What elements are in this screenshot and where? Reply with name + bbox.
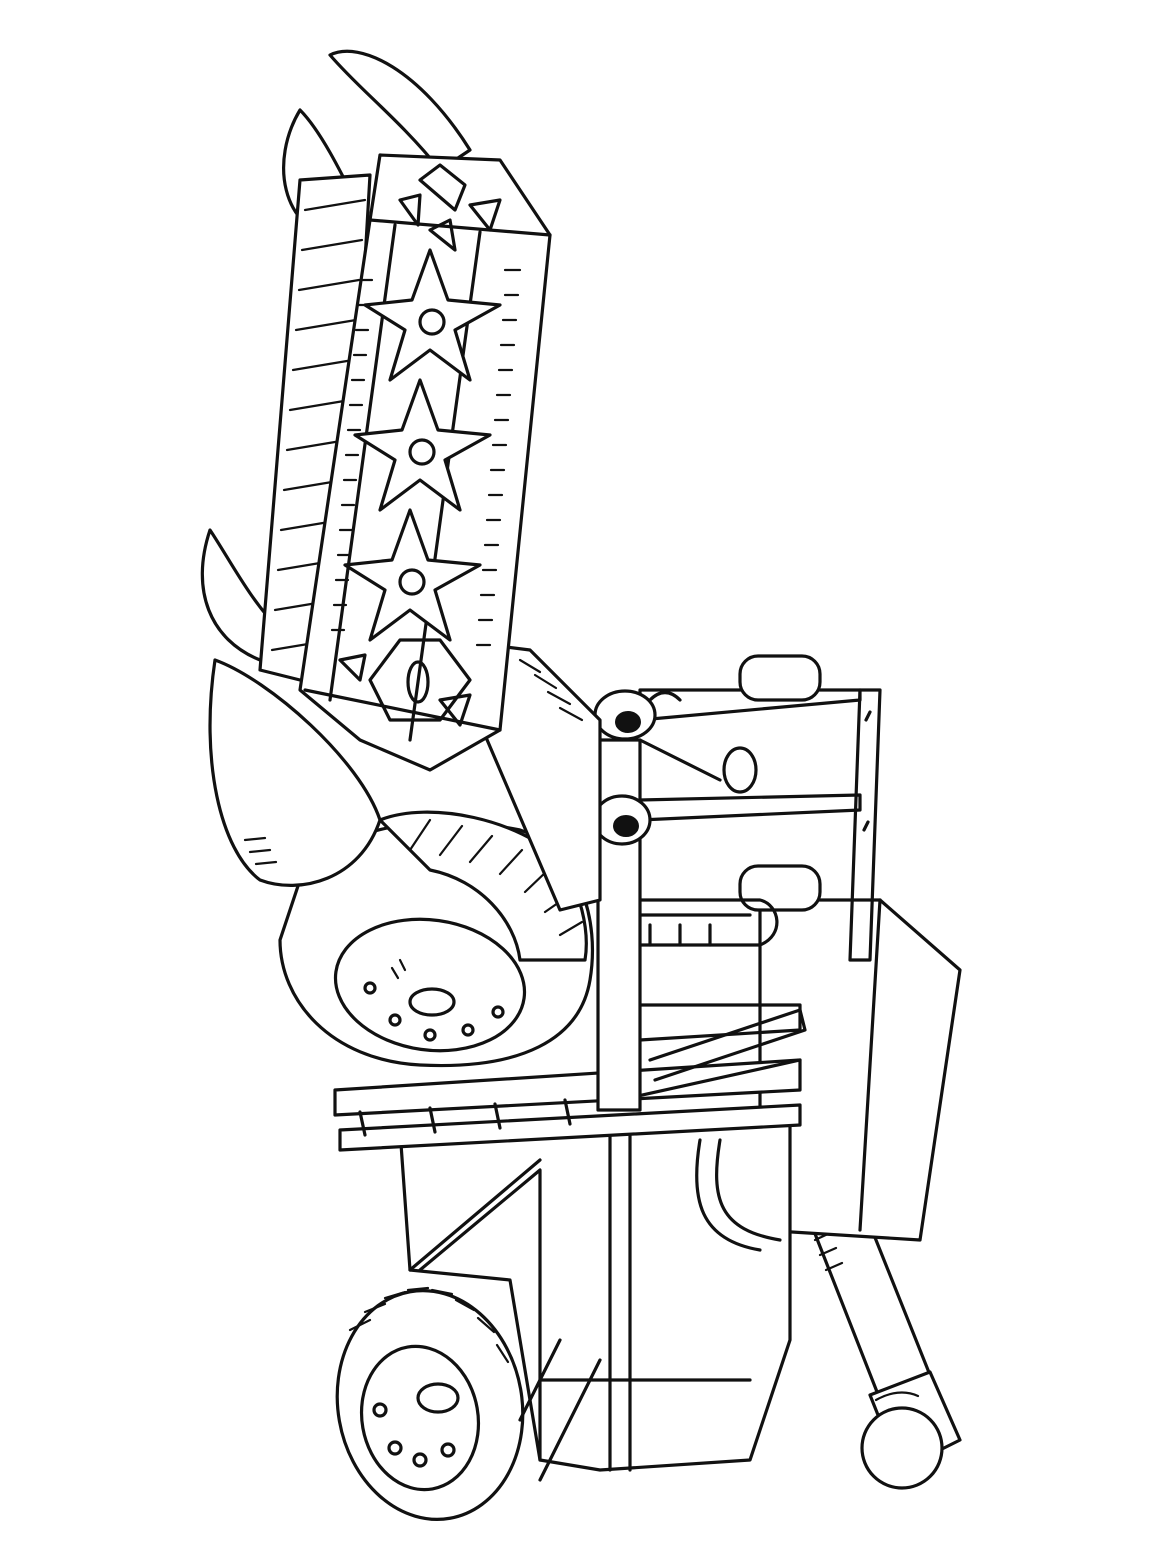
main-body xyxy=(398,1118,792,1472)
exhaust-stack-with-eyes xyxy=(592,689,682,1112)
reel-header xyxy=(200,49,552,888)
grain-bin xyxy=(758,898,962,1242)
rear-wheel xyxy=(335,1286,602,1521)
front-wheel xyxy=(278,810,594,1068)
cab xyxy=(638,654,882,1042)
